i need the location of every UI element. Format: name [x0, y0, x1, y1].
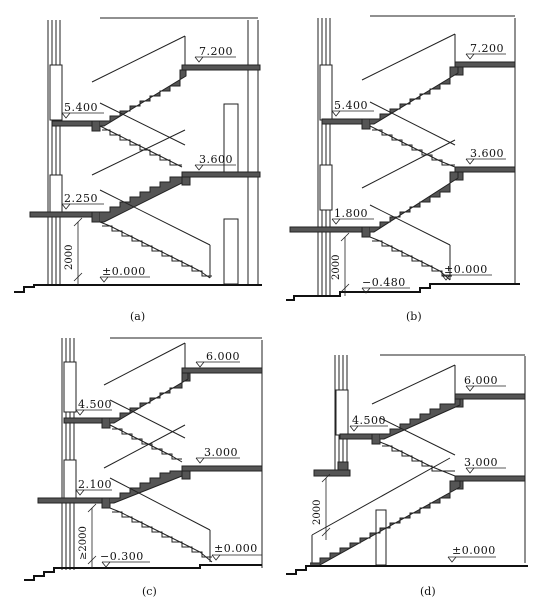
section-a-floor-lower: 3.600: [199, 153, 233, 166]
section-a-wall: [47, 20, 63, 285]
section-c-ground-level: ±0.000: [214, 542, 258, 555]
section-c-floor-upper: 6.000: [206, 350, 240, 363]
section-d-landing-upper: 4.500: [352, 414, 386, 427]
section-b-flights: [361, 33, 459, 281]
section-c-floor-lower: 3.000: [204, 446, 238, 459]
section-d-caption: (d): [420, 585, 436, 598]
section-b-ground: [286, 283, 520, 301]
section-a-floor-upper: 7.200: [199, 45, 233, 58]
section-d-elev-marks: [349, 385, 506, 563]
section-a-caption: (a): [130, 310, 145, 323]
section-b-floor-upper: 7.200: [470, 42, 504, 55]
section-d: 2000 6.000 4.500 3.000 ±0.000 (d): [286, 354, 528, 598]
section-c-landing-lower: 2.100: [78, 478, 112, 491]
section-b-landing-lower: 1.800: [334, 207, 368, 220]
section-b: 2000 7.200 5.400 3.600 1.800 −0.480 ±0.0…: [286, 15, 520, 323]
section-a-elev-marks: [61, 56, 236, 283]
section-c-clearance-dim: [87, 503, 97, 568]
section-d-floor-upper: 6.000: [464, 374, 498, 387]
section-c-caption: (c): [142, 585, 157, 598]
section-d-clearance-label: 2000: [312, 500, 323, 525]
section-b-ground-level: ±0.000: [444, 263, 488, 276]
section-d-ground-level: ±0.000: [452, 544, 496, 557]
section-a-flights: [91, 35, 212, 279]
section-a-clearance-label: 2000: [64, 245, 75, 270]
section-c-clearance-label: ≥2000: [78, 526, 89, 560]
section-c-flights: [103, 342, 213, 563]
section-a-clearance-dim: [73, 217, 83, 285]
section-b-clearance-dim: [340, 232, 350, 296]
section-b-floor-lower: 3.600: [470, 147, 504, 160]
section-c: ≥2000 6.000 4.500 3.000 2.100 −0.300 ±0.…: [24, 337, 263, 598]
section-d-floor-lower: 3.000: [464, 456, 498, 469]
section-c-wall: [61, 337, 263, 570]
section-b-outside-level: −0.480: [362, 276, 406, 289]
section-c-ground: [24, 564, 262, 581]
section-b-elev-marks: [331, 53, 506, 294]
section-b-caption: (b): [406, 310, 422, 323]
section-a-landing-lower: 2.250: [64, 192, 98, 205]
section-c-outside-level: −0.300: [100, 550, 144, 563]
section-a: 2000 7.200 5.400 3.600 2.250 ±0.000 (a): [14, 17, 262, 323]
section-a-ground-level: ±0.000: [102, 265, 146, 278]
section-b-landing-upper: 5.400: [334, 99, 368, 112]
section-c-elev-marks: [75, 361, 262, 568]
section-a-landing-upper: 5.400: [64, 101, 98, 114]
section-d-flights: [310, 364, 461, 567]
section-b-clearance-label: 2000: [331, 255, 342, 280]
section-d-ground: [286, 565, 528, 575]
section-c-landing-upper: 4.500: [78, 398, 112, 411]
section-a-ground: [14, 284, 262, 293]
section-a-right-wall: [100, 17, 259, 285]
section-d-clearance-dim: [321, 473, 331, 540]
section-b-slabs: [289, 61, 516, 238]
